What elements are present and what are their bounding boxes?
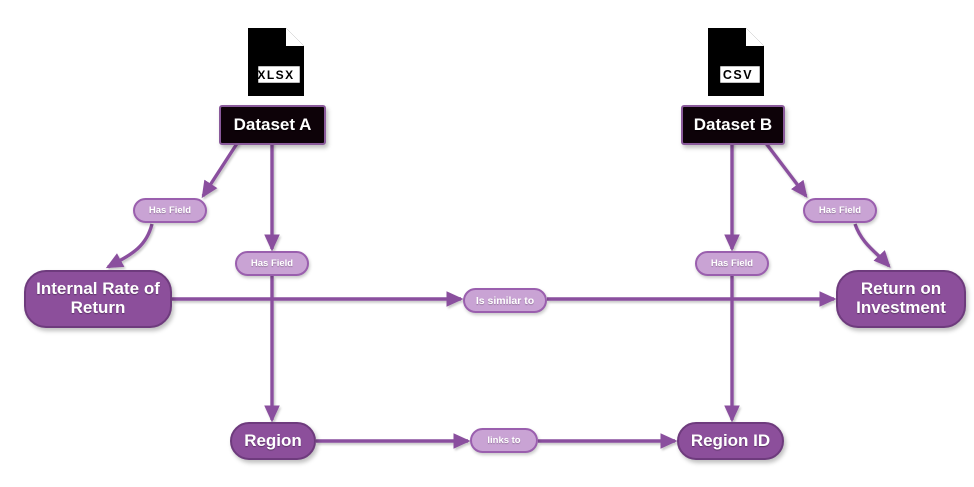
edge-label-text: Has Field [710,258,754,269]
edge-label-links-to[interactable]: links to [470,428,538,453]
edge-label-text: Has Field [148,205,192,216]
csv-file-icon: CSV [706,27,766,97]
document-glyph [248,28,304,96]
edge-dataset-a-to-has-field-irr [201,141,240,199]
edge-has-field-roi-to-roi [853,223,891,268]
node-dataset-b[interactable]: Dataset B [681,105,785,145]
edge-label-text: Has Field [250,258,294,269]
xlsx-file-icon: XLSX [246,27,306,97]
node-return-on-investment-label: Return on Investment [856,279,946,317]
edge-label-has-field-dataset-a-irr[interactable]: Has Field [133,198,207,223]
node-dataset-b-label: Dataset B [693,115,773,134]
edge-has-field-irr-to-irr [105,223,154,269]
edge-label-text: Has Field [818,205,862,216]
node-region-id-label: Region ID [690,430,771,450]
node-region[interactable]: Region [230,422,316,460]
edge-label-is-similar-to[interactable]: Is similar to [463,288,547,313]
node-dataset-a-label: Dataset A [233,115,312,134]
node-internal-rate-of-return[interactable]: Internal Rate of Return [24,270,172,328]
edge-dataset-b-to-has-field-roi [763,140,808,198]
edge-label-text: Is similar to [475,294,535,307]
node-region-label: Region [244,430,302,450]
node-dataset-a[interactable]: Dataset A [219,105,326,145]
node-internal-rate-of-return-label: Internal Rate of Return [36,279,160,317]
node-return-on-investment[interactable]: Return on Investment [836,270,966,328]
document-glyph [708,28,764,96]
edge-label-text: links to [487,435,521,446]
node-region-id[interactable]: Region ID [677,422,784,460]
edge-label-has-field-dataset-b-region[interactable]: Has Field [695,251,769,276]
edge-label-has-field-dataset-a-region[interactable]: Has Field [235,251,309,276]
edge-label-has-field-dataset-b-roi[interactable]: Has Field [803,198,877,223]
